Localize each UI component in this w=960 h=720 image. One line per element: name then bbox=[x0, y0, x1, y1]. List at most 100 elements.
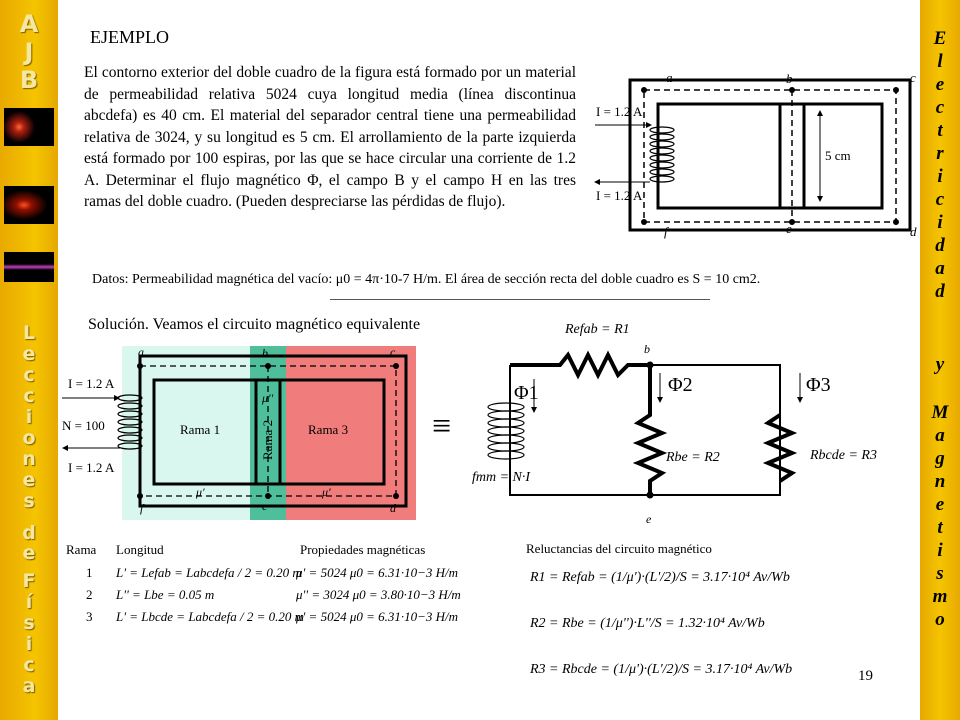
sidebar-de-letter-0: d bbox=[22, 522, 36, 544]
sidebar-fisica-letter-4: c bbox=[23, 654, 35, 676]
mu-prime-right-label: μ' bbox=[321, 485, 331, 499]
sidebar-electricidad-letter-2: e bbox=[935, 74, 945, 95]
r-mid-label: Rbe = R2 bbox=[665, 450, 720, 465]
sidebar-lecciones-letter-7: e bbox=[22, 469, 36, 491]
corner-c: c bbox=[910, 70, 916, 85]
sidebar-lecciones-letter-0: L bbox=[22, 322, 36, 344]
sidebar-electricidad-letter-11: d bbox=[935, 281, 945, 302]
sidebar-lecciones-letter-5: o bbox=[22, 427, 36, 449]
row1-longitud: L' = Lefab = Labcdefa / 2 = 0.20 m bbox=[116, 565, 302, 580]
sidebar-electricidad-letter-6: i bbox=[937, 166, 943, 187]
row2-rama: 2 bbox=[86, 587, 93, 602]
dimension-label: 5 cm bbox=[825, 148, 851, 163]
sidebar-magnetismo-letter-9: o bbox=[935, 609, 945, 630]
corner-f-2: f bbox=[140, 501, 145, 515]
solution-heading: Solución. Veamos el circuito magnético e… bbox=[88, 316, 421, 333]
sidebar-magnetismo-letter-6: i bbox=[937, 540, 943, 561]
sidebar-de-letter-1: e bbox=[22, 542, 36, 564]
branch1-label: Rama 1 bbox=[180, 422, 220, 437]
sidebar-fisica-letter-3: i bbox=[25, 633, 33, 655]
row1-rama: 1 bbox=[86, 565, 93, 580]
sidebar-fisica-letter-1: í bbox=[25, 591, 33, 613]
equivalence-symbol: ≡ bbox=[432, 408, 452, 445]
sidebar-magnetismo-letter-1: a bbox=[935, 425, 945, 446]
table-header-longitud: Longitud bbox=[116, 542, 164, 557]
sidebar-fisica-letter-5: a bbox=[22, 675, 36, 697]
reluctances-header: Reluctancias del circuito magnético bbox=[526, 541, 712, 556]
mu-prime-left-label: μ' bbox=[195, 485, 205, 499]
sidebar-electricidad-letter-1: l bbox=[937, 51, 943, 72]
sidebar-electricidad-letter-10: a bbox=[935, 258, 945, 279]
sidebar-electricidad-letter-4: t bbox=[937, 120, 943, 141]
logo-letter-b: B bbox=[19, 66, 39, 94]
sidebar-fisica-letter-0: F bbox=[22, 570, 36, 592]
node-b: b bbox=[644, 342, 650, 356]
page-number: 19 bbox=[858, 668, 873, 684]
sidebar-magnetismo-letter-2: g bbox=[935, 448, 945, 469]
reluctance-r1: R1 = Refab = (1/μ')·(L'/2)/S = 3.17·10⁴ … bbox=[530, 570, 790, 585]
sidebar-electricidad-letter-5: r bbox=[936, 143, 944, 164]
current-bottom-label: I = 1.2 A bbox=[596, 188, 643, 203]
r-right-label: Rbcde = R3 bbox=[809, 448, 877, 463]
right-sidebar bbox=[920, 0, 960, 720]
sidebar-magnetismo-letter-5: t bbox=[937, 517, 943, 538]
current-bottom-label-2: I = 1.2 A bbox=[68, 460, 115, 475]
source-label: fmm = N·I bbox=[472, 470, 531, 485]
row2-prop: μ'' = 3024 μ0 = 3.80·10−3 H/m bbox=[296, 587, 461, 602]
sidebar-fisica-letter-2: s bbox=[23, 612, 35, 634]
sidebar-magnetismo-letter-7: s bbox=[936, 563, 944, 584]
sidebar-y-letter-0: y bbox=[935, 354, 945, 375]
corner-b: b bbox=[786, 71, 793, 86]
current-top-label-2: I = 1.2 A bbox=[68, 376, 115, 391]
sidebar-lecciones-letter-2: c bbox=[23, 364, 35, 386]
logo-letter-a: A bbox=[19, 10, 39, 38]
phi1-label: Φ1 bbox=[514, 382, 539, 404]
row3-longitud: L' = Lbcde = Labcdefa / 2 = 0.20 m bbox=[116, 609, 304, 624]
table-header-rama: Rama bbox=[66, 542, 97, 557]
phi2-label: Φ2 bbox=[668, 374, 693, 396]
phi3-label: Φ3 bbox=[806, 374, 831, 396]
branch2-label: Rama 2 bbox=[260, 420, 275, 460]
divider bbox=[330, 299, 710, 300]
sidebar-magnetismo-letter-0: M bbox=[931, 402, 949, 423]
sidebar-photo-3 bbox=[4, 252, 54, 282]
figure-double-frame: a b c d e f I = 1.2 A I = 1.2 A 5 cm bbox=[594, 70, 917, 239]
table-header-propiedades: Propiedades magnéticas bbox=[300, 542, 426, 557]
sidebar-photo-1 bbox=[4, 108, 54, 146]
sidebar-electricidad-letter-7: c bbox=[935, 189, 945, 210]
equivalent-circuit: Refab = R1 b e Φ1 Φ2 Φ3 Rbe = R2 Rbcde =… bbox=[472, 322, 877, 526]
row1-prop: μ' = 5024 μ0 = 6.31·10−3 H/m bbox=[296, 565, 459, 580]
current-top-label: I = 1.2 A bbox=[596, 104, 643, 119]
row2-longitud: L'' = Lbe = 0.05 m bbox=[116, 587, 215, 602]
node-e: e bbox=[646, 512, 652, 526]
sidebar-magnetismo-letter-3: n bbox=[934, 471, 946, 492]
corner-e-2: e bbox=[262, 499, 268, 513]
reluctance-r3: R3 = Rbcde = (1/μ')·(L'/2)/S = 3.17·10⁴ … bbox=[530, 662, 793, 677]
corner-b-2: b bbox=[262, 346, 268, 360]
corner-e: e bbox=[786, 221, 792, 236]
sidebar-photo-2 bbox=[4, 186, 54, 224]
sidebar-lecciones-letter-3: c bbox=[23, 385, 35, 407]
sidebar-lecciones-letter-1: e bbox=[22, 343, 36, 365]
row3-prop: μ' = 5024 μ0 = 6.31·10−3 H/m bbox=[296, 609, 459, 624]
sidebar-electricidad-letter-8: i bbox=[937, 212, 943, 233]
turns-label: N = 100 bbox=[62, 418, 105, 433]
figure-branches: a b c d e f I = 1.2 A N = 100 I = 1.2 A … bbox=[62, 345, 416, 520]
sidebar-lecciones-letter-8: s bbox=[23, 490, 35, 512]
data-note: Datos: Permeabilidad magnética del vacío… bbox=[92, 272, 761, 287]
sidebar-electricidad-letter-3: c bbox=[935, 97, 945, 118]
r-top-label: Refab = R1 bbox=[564, 322, 630, 337]
logo-letter-j: J bbox=[24, 38, 34, 66]
corner-f: f bbox=[664, 224, 670, 239]
branch3-label: Rama 3 bbox=[308, 422, 348, 437]
corner-a-2: a bbox=[138, 345, 144, 359]
corner-c-2: c bbox=[390, 345, 396, 359]
problem-statement: El contorno exterior del doble cuadro de… bbox=[84, 64, 576, 210]
corner-a: a bbox=[666, 70, 673, 85]
sidebar-magnetismo-letter-4: e bbox=[935, 494, 945, 515]
sidebar-electricidad-letter-9: d bbox=[935, 235, 945, 256]
sidebar-magnetismo-letter-8: m bbox=[932, 586, 948, 607]
corner-d-2: d bbox=[390, 501, 397, 515]
reluctance-r2: R2 = Rbe = (1/μ'')·L''/S = 1.32·10⁴ Av/W… bbox=[530, 616, 765, 631]
corner-d: d bbox=[910, 224, 917, 239]
